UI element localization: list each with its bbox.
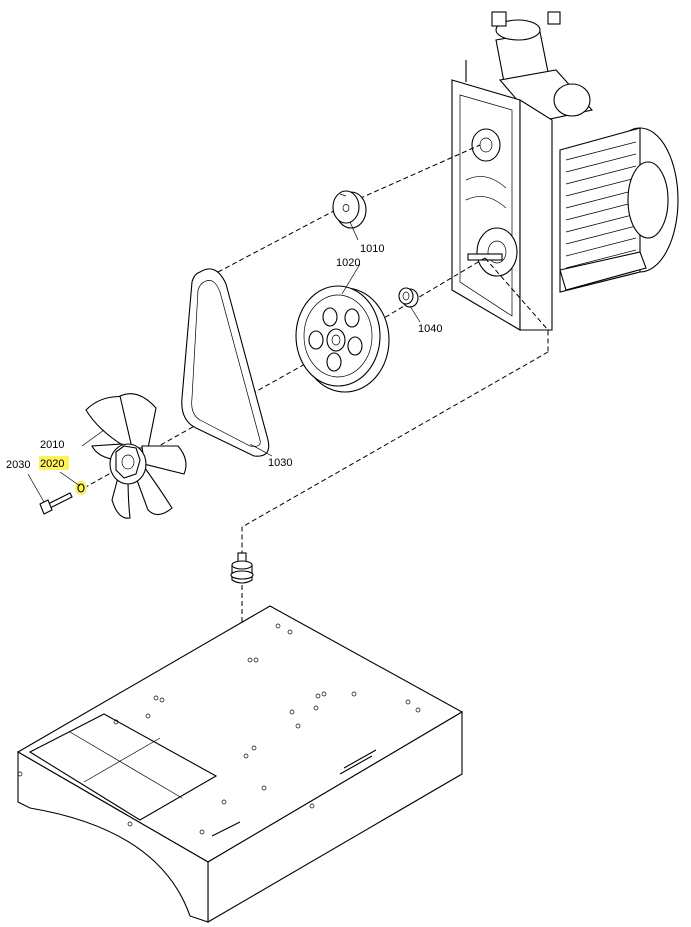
v-belt-1030 (181, 268, 270, 457)
callout-2010: 2010 (40, 439, 64, 451)
callout-2020-highlight (39, 456, 69, 470)
fan-2010 (85, 393, 187, 519)
callout-2020: 2020 (40, 458, 64, 470)
callout-labels: 1010 1020 1030 1040 2010 2020 2030 (6, 243, 442, 471)
callout-1020: 1020 (336, 257, 360, 269)
washer-1040 (398, 287, 419, 308)
washer-2020 (75, 481, 87, 495)
base-frame (16, 605, 464, 923)
motor-pump-assembly (451, 11, 679, 331)
callout-1030: 1030 (268, 457, 292, 469)
small-pulley-1010 (332, 190, 367, 229)
leader-lines (27, 221, 421, 503)
bolt-2030 (39, 492, 73, 515)
callout-1010: 1010 (360, 243, 384, 255)
large-pulley-1020 (295, 285, 390, 393)
callout-1040: 1040 (418, 323, 442, 335)
anti-vibration-mount (230, 552, 254, 584)
callout-2030: 2030 (6, 459, 30, 471)
